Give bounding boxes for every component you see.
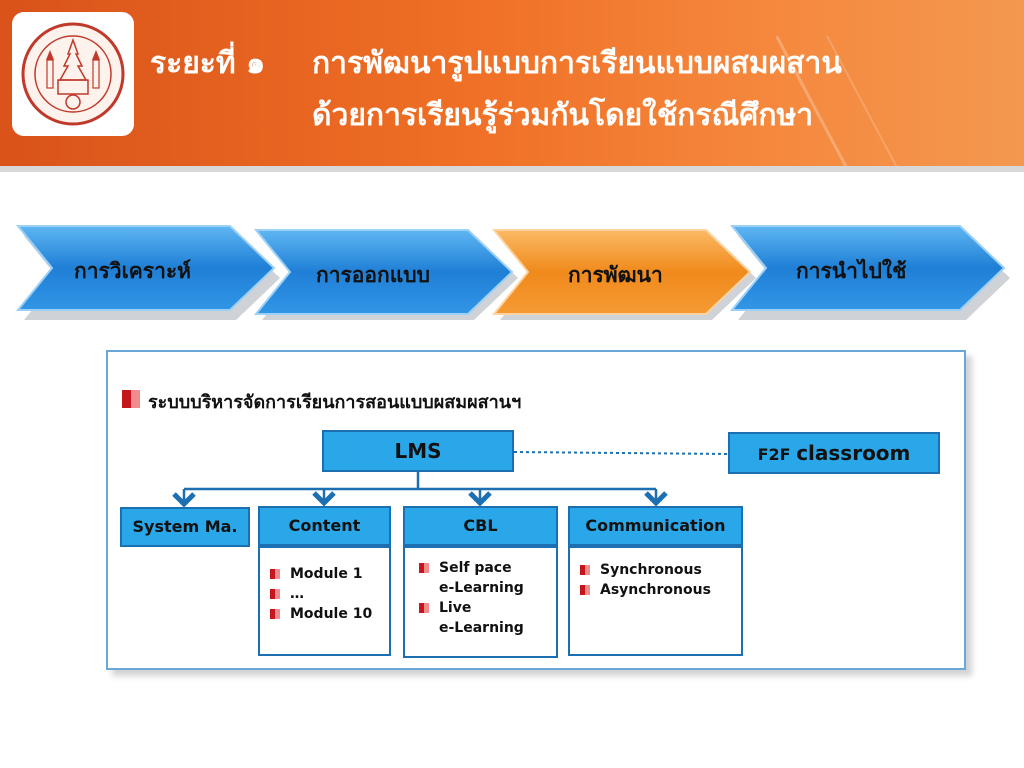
step-label-implementation: การนำไปใช้ xyxy=(796,259,907,283)
bullet-icon xyxy=(270,589,280,599)
communication-box-header: Communication xyxy=(568,506,743,546)
process-steps: การวิเคราะห์ การออกแบบ การพัฒนา การนำไปใ… xyxy=(0,222,1024,332)
content-list: Module 1 … Module 10 xyxy=(258,546,391,656)
lms-box: LMS xyxy=(322,430,514,472)
page-subtitle: ด้วยการเรียนรู้ร่วมกันโดยใช้กรณีศึกษา xyxy=(312,98,814,133)
step-label-development: การพัฒนา xyxy=(568,263,663,287)
system-box: System Ma. xyxy=(120,507,250,547)
cbl-box-header: CBL xyxy=(403,506,558,546)
header-divider xyxy=(0,166,1024,172)
list-item-continuation: e-Learning xyxy=(439,620,524,636)
logo-frame xyxy=(12,12,134,136)
list-item: Live xyxy=(419,598,556,618)
process-arrows xyxy=(15,225,1010,320)
step-arrow-analysis xyxy=(15,225,276,311)
list-item: Module 10 xyxy=(270,604,389,624)
f2f-prefix: F2F xyxy=(757,445,791,464)
list-item: Module 1 xyxy=(270,564,389,584)
step-arrow-implementation xyxy=(729,225,1006,311)
panel-heading: ระบบบริหารจัดการเรียนการสอนแบบผสมผสานฯ xyxy=(148,392,522,413)
list-item-continuation: e-Learning xyxy=(439,580,524,596)
bullet-icon xyxy=(580,565,590,575)
step-arrow-design xyxy=(253,229,514,315)
list-item: Self pace xyxy=(419,558,556,578)
bullet-icon xyxy=(122,390,140,408)
content-box-header: Content xyxy=(258,506,391,546)
bullet-icon xyxy=(270,609,280,619)
bullet-icon xyxy=(419,603,429,613)
communication-list: Synchronous Asynchronous xyxy=(568,546,743,656)
page-title: การพัฒนารูปแบบการเรียนแบบผสมผสาน xyxy=(312,46,842,81)
bullet-icon xyxy=(580,585,590,595)
list-item: … xyxy=(270,584,389,604)
dotted-link xyxy=(513,451,729,455)
list-item: Asynchronous xyxy=(580,580,741,600)
phase-label: ระยะที่ ๑ xyxy=(150,46,266,81)
bullet-icon xyxy=(419,563,429,573)
f2f-main: classroom xyxy=(796,441,911,465)
step-arrow-development xyxy=(491,229,752,315)
list-item: Synchronous xyxy=(580,560,741,580)
step-label-analysis: การวิเคราะห์ xyxy=(74,259,191,283)
title-banner: ระยะที่ ๑ การพัฒนารูปแบบการเรียนแบบผสมผส… xyxy=(0,0,1024,166)
bullet-icon xyxy=(270,569,280,579)
cbl-list: Self pace e-Learning Live e-Learning xyxy=(403,546,558,658)
f2f-classroom-box: F2F classroom xyxy=(728,432,940,474)
university-seal-icon xyxy=(21,22,125,126)
step-label-design: การออกแบบ xyxy=(316,263,430,287)
